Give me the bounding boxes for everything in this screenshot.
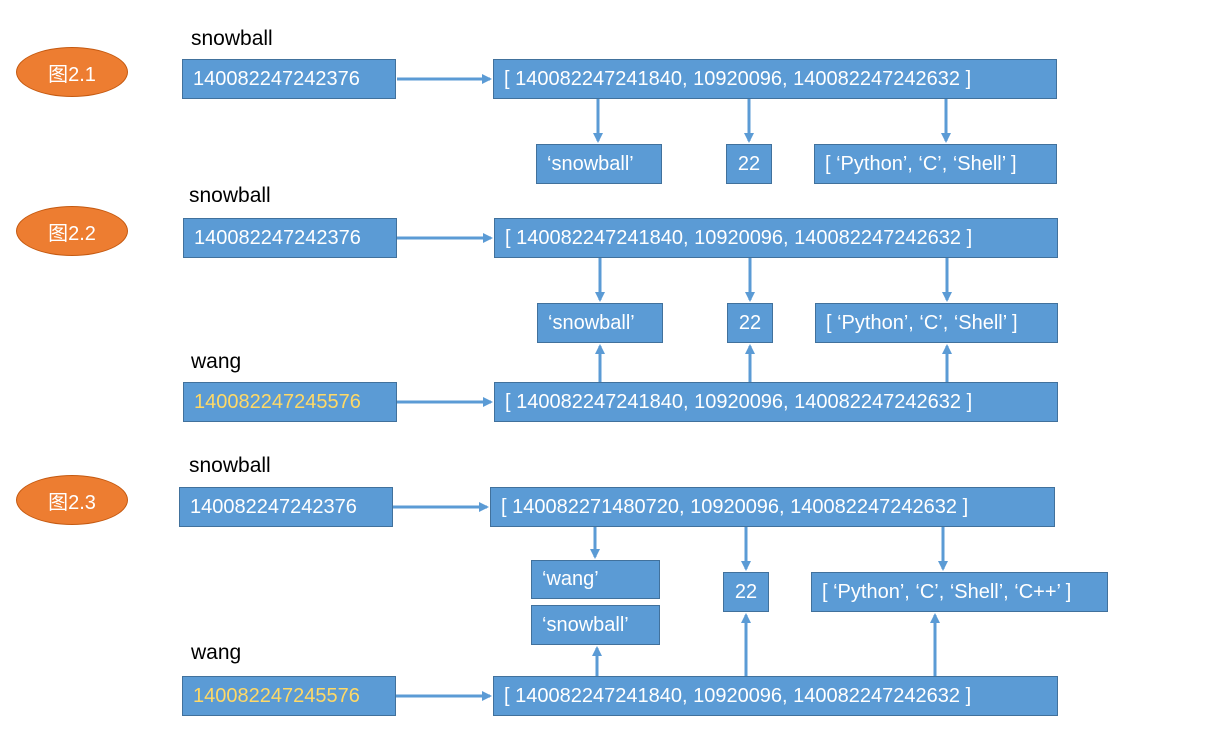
item-box-age: 22 [723,572,769,612]
item-box-age: 22 [727,303,773,343]
id-box-wang: 140082247245576 [183,382,397,422]
item-box-name: ‘snowball’ [536,144,662,184]
id-box-snowball: 140082247242376 [183,218,397,258]
var-label-snowball: snowball [189,184,271,207]
item-box-langs: [ ‘Python’, ‘C’, ‘Shell’, ‘C++’ ] [811,572,1108,612]
item-box-age: 22 [726,144,772,184]
var-label-wang: wang [191,350,242,373]
item-box-name-new: ‘wang’ [531,560,660,599]
var-label-snowball: snowball [191,27,273,50]
figure-tag-2-2: 图2.2 [16,206,128,256]
item-box-langs: [ ‘Python’, ‘C’, ‘Shell’ ] [814,144,1057,184]
figure-tag-2-1: 图2.1 [16,47,128,97]
var-label-wang: wang [191,641,242,664]
id-box-snowball: 140082247242376 [179,487,393,527]
list-box-snowball: [ 140082247241840, 10920096, 14008224724… [494,218,1058,258]
figure-tag-2-3: 图2.3 [16,475,128,525]
var-label-snowball: snowball [189,454,271,477]
item-box-langs: [ ‘Python’, ‘C’, ‘Shell’ ] [815,303,1058,343]
id-box-wang: 140082247245576 [182,676,396,716]
item-box-name: ‘snowball’ [531,605,660,645]
list-box-snowball: [ 140082247241840, 10920096, 14008224724… [493,59,1057,99]
id-box-snowball: 140082247242376 [182,59,396,99]
item-box-name: ‘snowball’ [537,303,663,343]
list-box-wang: [ 140082247241840, 10920096, 14008224724… [493,676,1058,716]
list-box-snowball: [ 140082271480720, 10920096, 14008224724… [490,487,1055,527]
list-box-wang: [ 140082247241840, 10920096, 14008224724… [494,382,1058,422]
